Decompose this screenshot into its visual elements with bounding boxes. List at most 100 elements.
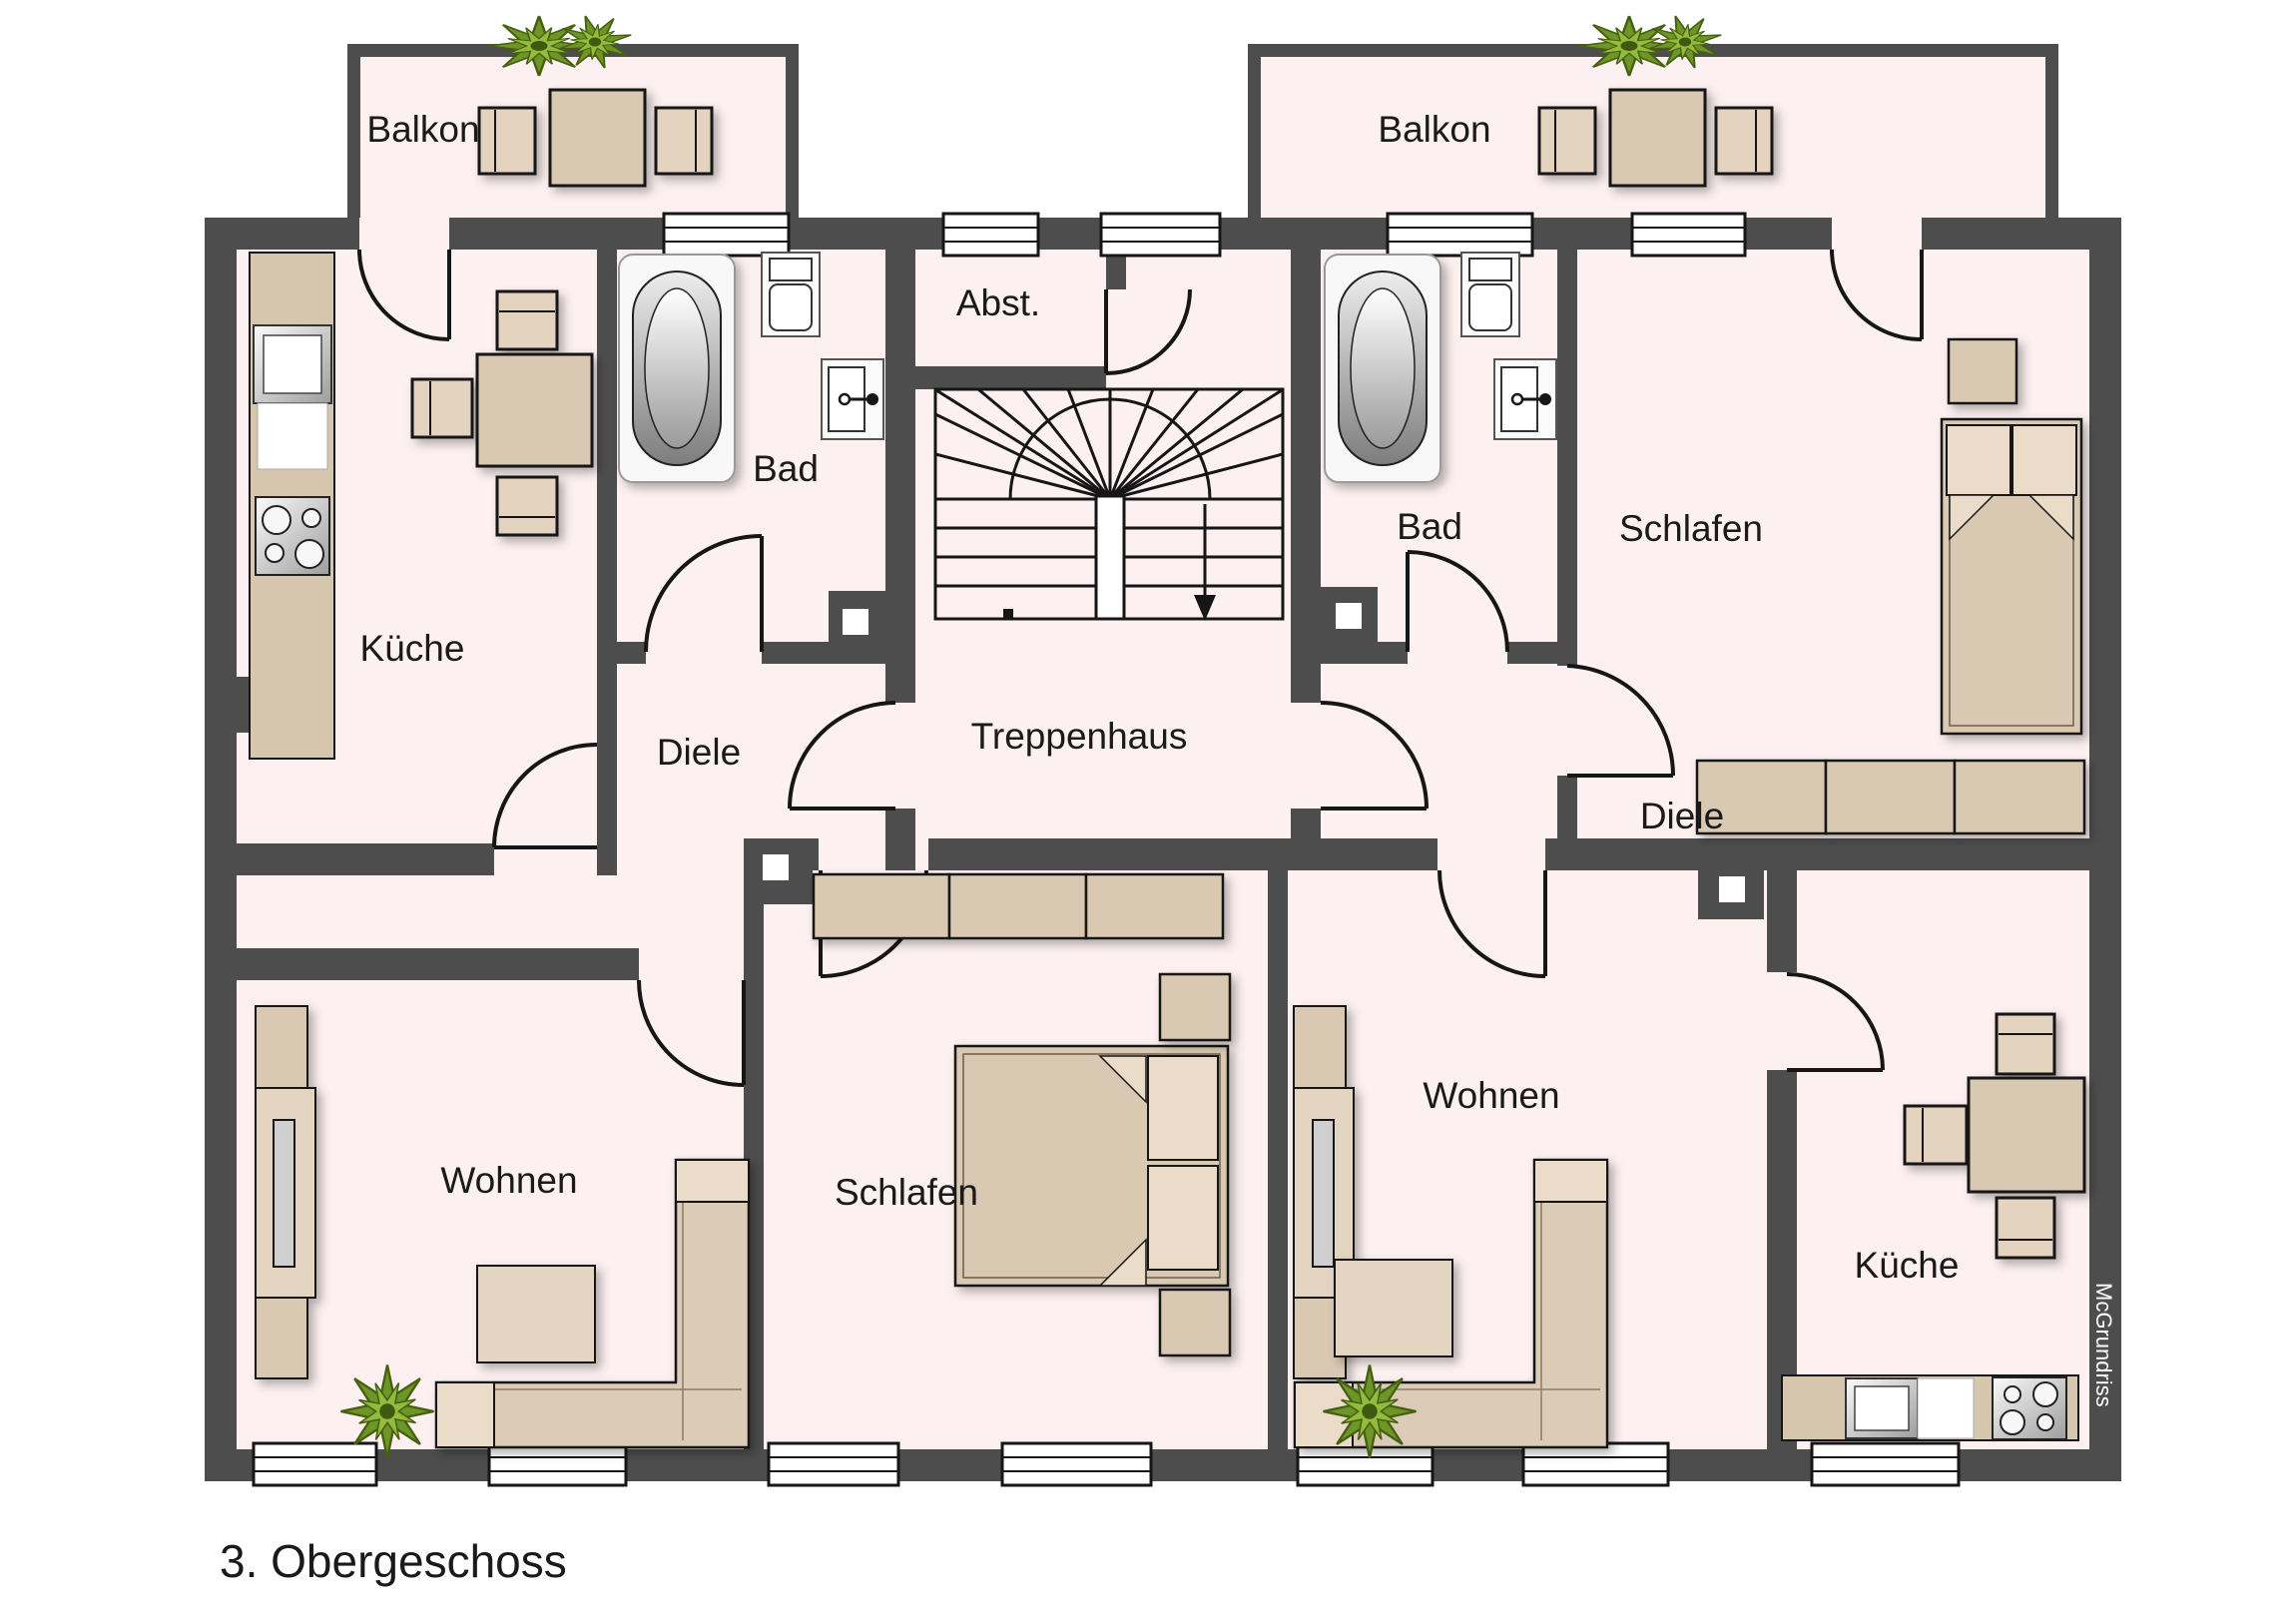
bed-icon [1940, 417, 2083, 736]
drainer [257, 402, 328, 470]
table-icon [548, 88, 647, 188]
label-schlafen-right: Schlafen [1619, 508, 1763, 549]
chair-icon [1903, 1104, 1969, 1166]
plant-icon [1322, 1363, 1418, 1459]
blanket-fold [1098, 1238, 1147, 1287]
wall-stairwell-right-bottom [1291, 809, 1321, 870]
balcony-left-door-gap [359, 218, 449, 250]
wall-band-seg2 [928, 838, 1437, 870]
window-icon [1099, 212, 1222, 258]
kitchen-table-set [1903, 1012, 2086, 1260]
blanket-fold [1098, 1055, 1147, 1104]
door-bad-right [1406, 550, 1509, 653]
wall-divider-schlafen-wohnenr [1268, 870, 1288, 1449]
wall-bad-left-bottom-b [762, 642, 829, 664]
window-icon [1630, 212, 1747, 258]
balcony-right-door-gap [1832, 218, 1922, 250]
door-entry-left [788, 701, 896, 811]
wardrobe-icon [812, 872, 1225, 940]
window-icon [1386, 212, 1534, 258]
washbasin-icon [821, 358, 884, 440]
window-icon [487, 1441, 628, 1487]
watermark-text: McGrundriss [2091, 1283, 2116, 1407]
chair-icon [1995, 1196, 2056, 1260]
door-wohnen-left [637, 979, 746, 1087]
chair-icon [654, 106, 714, 176]
door-schlafen-right [1566, 664, 1675, 778]
balcony-right-furniture [1537, 88, 1774, 188]
shaft-icon [1719, 876, 1745, 902]
door-balcony-right [1830, 249, 1924, 341]
windows [252, 212, 1961, 1487]
wall-abst-right-stub [1106, 250, 1126, 289]
toilet-icon [1460, 252, 1520, 337]
label-balkon-left: Balkon [366, 109, 479, 150]
wall-wohnen-left-top [237, 948, 639, 980]
label-abst: Abst. [956, 282, 1040, 323]
label-wohnen-right: Wohnen [1423, 1075, 1559, 1116]
door-wohnen-right [1437, 869, 1547, 978]
toilet-icon [761, 252, 821, 337]
kitchen-table-set [410, 289, 594, 537]
pillow [2011, 424, 2077, 496]
schlafen-mid-furniture [812, 872, 1232, 1357]
chair-icon [410, 377, 474, 439]
window-icon [252, 1441, 378, 1487]
bathtub-icon [618, 254, 736, 483]
chair-icon [495, 475, 559, 537]
wall-kueche-bad-left [597, 250, 617, 875]
chair-icon [1714, 106, 1774, 176]
door-kueche-left [492, 743, 598, 849]
window-icon [767, 1441, 900, 1487]
label-wohnen-left: Wohnen [440, 1160, 577, 1201]
floor-title: 3. Obergeschoss [220, 1535, 567, 1587]
wardrobe-icon [1695, 759, 2086, 835]
coffee-table-icon [476, 1265, 596, 1363]
window-icon [662, 212, 791, 258]
nightstand-icon [1947, 337, 2018, 405]
wall-schlafenr-left-stub [1557, 776, 1577, 838]
shaft-icon [843, 609, 868, 635]
washbasin-icon [1493, 358, 1557, 440]
plant-icon [339, 1363, 435, 1459]
chair-icon [1995, 1012, 2056, 1076]
room-labels: Balkon Balkon Küche Bad Abst. Treppenhau… [360, 109, 1960, 1286]
wall-band-seg3 [1545, 838, 2089, 870]
sofa-icon [434, 1158, 751, 1449]
window-icon [1810, 1441, 1961, 1487]
wall-kueche-left-bottom [237, 843, 494, 875]
bathtub-icon [1324, 254, 1441, 483]
stair-path-start-dot [1003, 609, 1013, 619]
label-balkon-right: Balkon [1378, 109, 1490, 150]
coffee-table-icon [1334, 1259, 1453, 1357]
label-bad-right: Bad [1397, 506, 1462, 547]
stair-center-post [1094, 494, 1126, 621]
label-treppenhaus: Treppenhaus [971, 716, 1188, 757]
tv-icon [1312, 1119, 1335, 1268]
wall-abst-bottom [915, 366, 1106, 389]
label-schlafen-mid: Schlafen [835, 1172, 978, 1213]
kueche-left-fixtures [249, 252, 594, 760]
stair-winder-rays [935, 389, 1283, 501]
stove-icon [1992, 1376, 2067, 1440]
label-diele-right: Diele [1640, 796, 1724, 836]
wall-stairwell-left-bottom [885, 809, 915, 870]
bad-left-fixtures [618, 252, 884, 483]
bed-icon [953, 1044, 1230, 1288]
wall-bad-right-bottom-a [1321, 642, 1408, 664]
wall-bad-right-bottom-b [1507, 642, 1557, 664]
bad-right-fixtures [1324, 252, 1557, 483]
nightstand-icon [1158, 972, 1232, 1042]
wohnen-right-furniture [1293, 1005, 1609, 1459]
label-bad-left: Bad [753, 448, 819, 489]
wall-stairwell-right-mid [1291, 599, 1321, 703]
stair-down-arrow-icon [1194, 595, 1216, 621]
wall-bad-left-bottom-a [617, 642, 646, 664]
blanket-fold [2027, 494, 2074, 541]
balcony-left-furniture [477, 88, 714, 188]
wall-badr-schlafenr [1557, 250, 1577, 666]
wall-divider-wohnenr-kuecher-top [1767, 870, 1797, 972]
blanket-fold [1949, 494, 1996, 541]
